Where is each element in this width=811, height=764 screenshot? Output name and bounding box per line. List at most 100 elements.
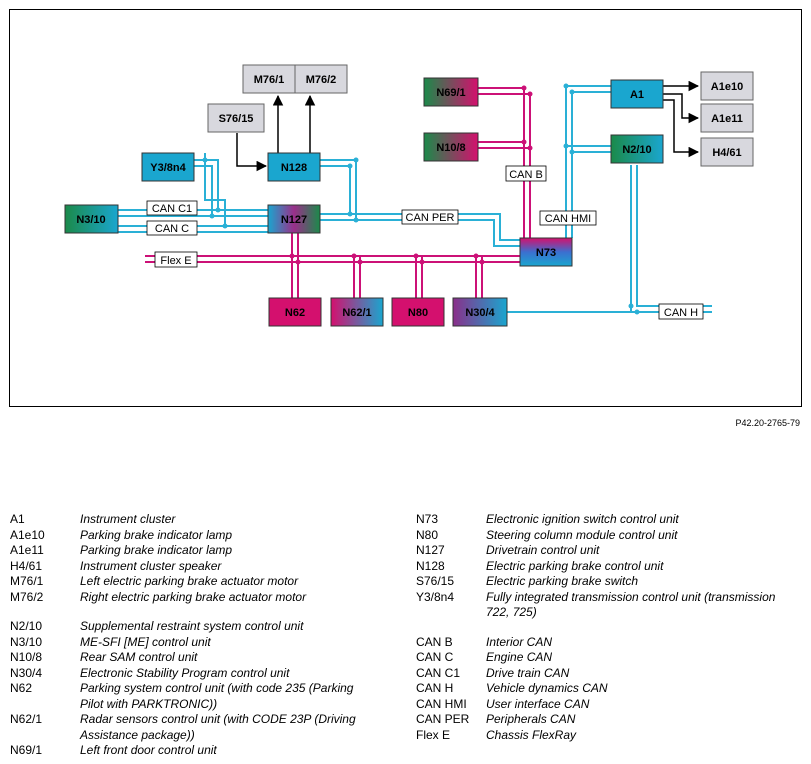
legend-desc-line: Assistance package)): [80, 727, 195, 742]
box-n621: N62/1: [330, 297, 384, 327]
label-canc1: CAN C1: [146, 200, 198, 216]
legend-row: N127 Drivetrain control unit: [416, 543, 806, 559]
svg-text:N69/1: N69/1: [436, 87, 465, 99]
legend-desc: Supplemental restraint system control un…: [80, 619, 405, 635]
legend-desc-line: Parking system control unit (with code 2…: [80, 681, 354, 695]
svg-text:N128: N128: [281, 162, 307, 174]
legend-code: CAN HMI: [416, 696, 467, 711]
legend-code: N127: [416, 543, 445, 557]
legend-code: N3/10: [10, 634, 43, 649]
legend-desc: Interior CAN: [486, 635, 806, 651]
box-h461: H4/61: [700, 137, 754, 167]
legend-desc-line: Vehicle dynamics CAN: [486, 681, 608, 695]
legend-desc-line: Electric parking brake switch: [486, 574, 639, 588]
legend-desc-line: Pilot with PARKTRONIC)): [80, 696, 218, 711]
figure-reference: P42.20-2765-79: [735, 418, 800, 428]
legend-desc-line: Peripherals CAN: [486, 712, 576, 726]
box-a1e10: A1e10: [700, 71, 754, 101]
legend-code: N2/10: [10, 619, 43, 633]
legend-code: CAN PER: [416, 712, 470, 726]
legend-code: CAN C: [416, 650, 454, 664]
legend-code: N80: [416, 527, 439, 542]
label-canb: CAN B: [505, 165, 547, 182]
box-n310: N3/10: [64, 204, 119, 234]
legend-desc-line: Parking brake indicator lamp: [80, 527, 233, 542]
svg-text:N62: N62: [285, 307, 305, 319]
legend-gap: [10, 605, 405, 619]
legend-desc-line: ME-SFI [ME] control unit: [80, 634, 211, 649]
svg-text:N80: N80: [408, 307, 428, 319]
legend-desc-line: Rear SAM control unit: [80, 650, 198, 664]
legend-desc-line: Electronic Stability Program control uni…: [80, 665, 290, 680]
svg-text:N30/4: N30/4: [465, 307, 495, 319]
svg-text:N73: N73: [536, 247, 556, 259]
legend-code: CAN B: [416, 634, 453, 649]
svg-text:CAN H: CAN H: [664, 307, 698, 319]
legend-desc-line: Left electric parking brake actuator mot…: [80, 574, 299, 588]
legend-row: CAN C1 Drive train CAN: [416, 666, 806, 682]
label-flexe: Flex E: [154, 251, 198, 268]
legend-desc-line: Radar sensors control unit (with CODE 23…: [80, 712, 356, 726]
box-n127: N127: [267, 204, 321, 234]
svg-text:CAN HMI: CAN HMI: [545, 213, 591, 225]
legend-row: M76/2 Right electric parking brake actuat…: [10, 590, 405, 606]
legend-code: N62/1: [10, 712, 43, 726]
svg-text:H4/61: H4/61: [712, 147, 741, 159]
legend-row: N3/10 ME-SFI [ME] control unit: [10, 635, 405, 651]
label-canper: CAN PER: [401, 209, 459, 225]
legend-desc-line: Parking brake indicator lamp: [80, 543, 233, 557]
legend-desc-line: Electric parking brake control unit: [486, 558, 664, 573]
box-n62: N62: [268, 297, 322, 327]
legend-row: N2/10 Supplemental restraint system contr…: [10, 619, 405, 635]
svg-text:CAN PER: CAN PER: [406, 212, 455, 224]
label-canhmi: CAN HMI: [539, 210, 597, 226]
box-m761: M76/1: [242, 64, 296, 94]
legend-desc-line: Steering column module control unit: [486, 527, 678, 542]
legend-code: M76/2: [10, 589, 44, 604]
box-n304: N30/4: [452, 297, 508, 327]
box-n128: N128: [267, 152, 321, 182]
legend-code: A1e10: [10, 527, 45, 542]
legend-code: Flex E: [416, 727, 451, 742]
legend-code: N10/8: [10, 650, 43, 664]
legend-row: A1 Instrument cluster: [10, 512, 405, 528]
legend-desc-line: Drive train CAN: [486, 665, 570, 680]
box-a1e11: A1e11: [700, 103, 754, 133]
legend-desc: Drive train CAN: [486, 666, 806, 682]
svg-text:A1e11: A1e11: [711, 113, 743, 125]
legend-code: CAN C1: [416, 665, 461, 680]
legend-desc: Drivetrain control unit: [486, 543, 806, 559]
legend-desc: Parking brake indicator lamp: [80, 528, 405, 544]
box-a1: A1: [610, 79, 664, 109]
svg-text:A1: A1: [630, 89, 644, 101]
legend-code: N69/1: [10, 743, 43, 757]
legend-desc: Left front door control unit: [80, 743, 405, 759]
legend-row: CAN HMI User interface CAN: [416, 697, 806, 713]
legend-desc: Electric parking brake switch: [486, 574, 806, 590]
legend-code: A1e11: [10, 543, 44, 557]
svg-text:Flex E: Flex E: [160, 255, 191, 267]
legend-desc-line: Electronic ignition switch control unit: [486, 512, 679, 526]
legend-gap: [416, 621, 806, 635]
legend-row: CAN B Interior CAN: [416, 635, 806, 651]
legend-row: N80 Steering column module control unit: [416, 528, 806, 544]
legend-desc-line: Instrument cluster: [80, 512, 176, 526]
legend-code: A1: [10, 512, 25, 526]
svg-text:N127: N127: [281, 214, 307, 226]
legend-desc: Instrument cluster speaker: [80, 559, 405, 575]
legend-row: N10/8 Rear SAM control unit: [10, 650, 405, 666]
legend-desc-line: Instrument cluster speaker: [80, 558, 222, 573]
legend-desc: Right electric parking brake actuator mo…: [80, 590, 405, 606]
legend-desc-line: Interior CAN: [486, 634, 553, 649]
legend-desc-line: User interface CAN: [486, 696, 590, 711]
legend-desc: ME-SFI [ME] control unit: [80, 635, 405, 651]
